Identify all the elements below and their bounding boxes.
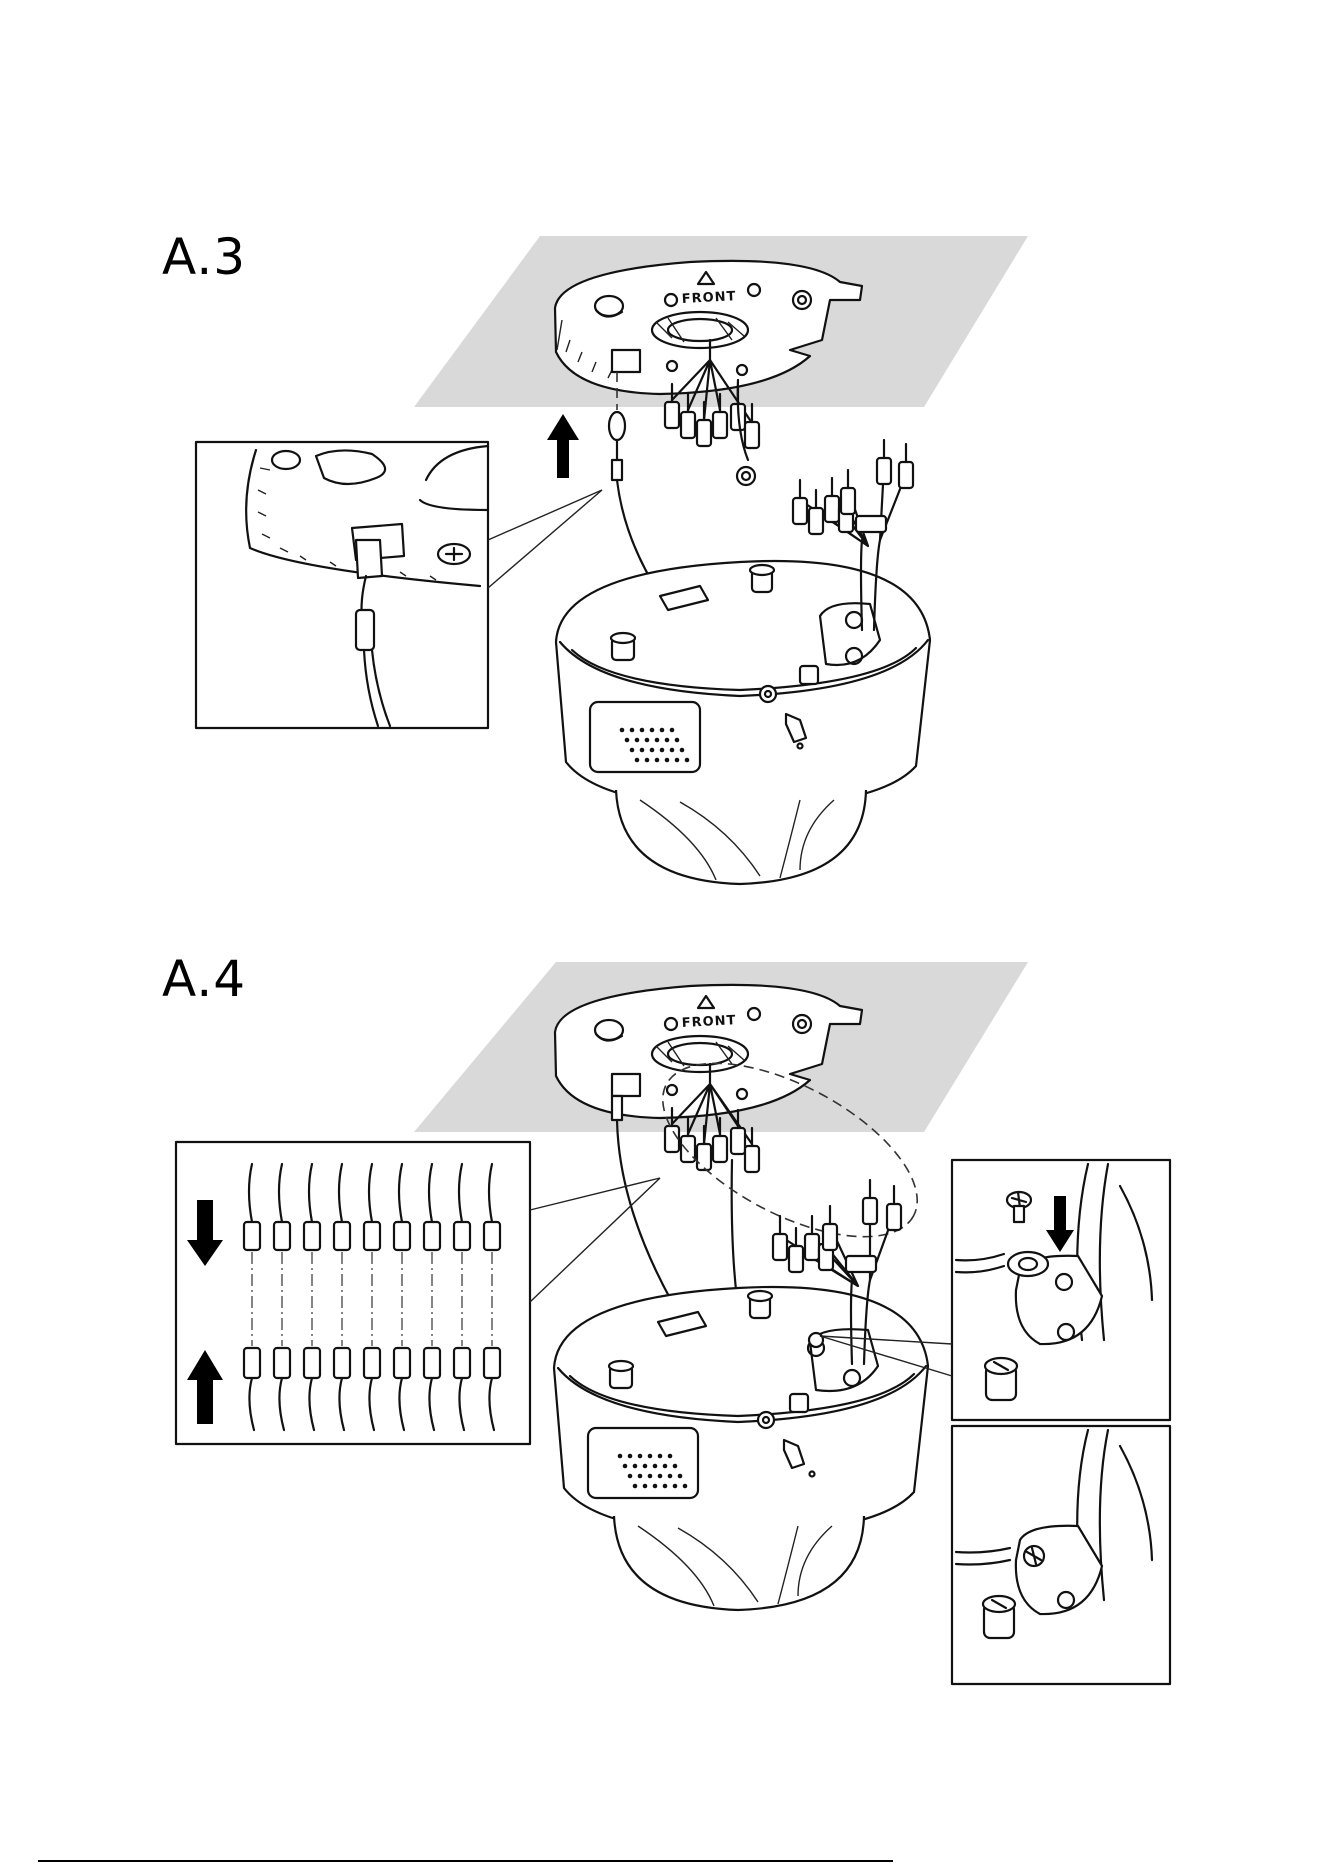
detail-inset-a3 [196,442,602,728]
step-a3-illustration: FRONT [196,236,1028,884]
step-a4-illustration: FRONT [176,962,1170,1684]
camera-body [554,1287,928,1610]
plate-front-text: FRONT [681,289,736,307]
arrow-up-icon [547,414,579,478]
page-bottom-rule [38,1860,893,1862]
plate-front-text: FRONT [681,1013,736,1031]
ground-screw-fixed-inset [952,1426,1170,1684]
